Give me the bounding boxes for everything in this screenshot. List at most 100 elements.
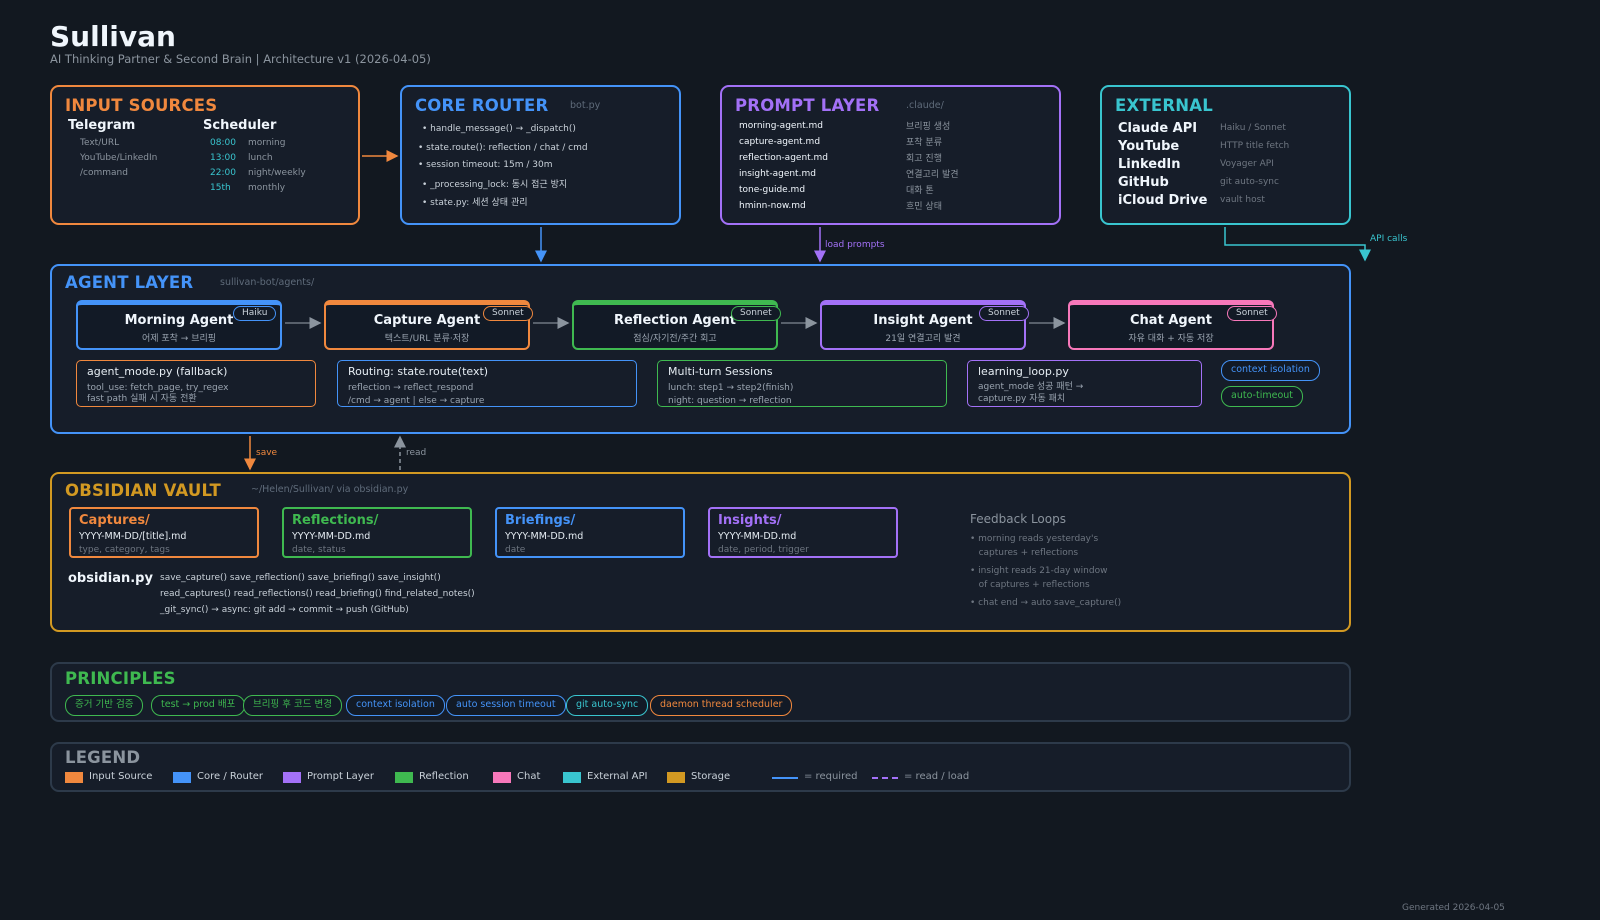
read-label: read bbox=[406, 448, 427, 458]
agent-desc: 어제 포착 → 브리핑 bbox=[141, 334, 217, 344]
principles-title: PRINCIPLES bbox=[65, 669, 176, 688]
telegram-heading: Telegram bbox=[68, 118, 136, 133]
pill-auto-timeout: auto-timeout bbox=[1221, 386, 1304, 407]
obsidian-vault-panel: OBSIDIAN VAULT ~/Helen/Sullivan/ via obs… bbox=[50, 472, 1351, 632]
principle-pill: test → prod 배포 bbox=[151, 695, 246, 716]
schedule-time: 22:00 bbox=[210, 168, 236, 178]
core-item: • state.route(): reflection / chat / cmd bbox=[418, 143, 588, 153]
legend-swatch bbox=[493, 772, 511, 783]
external-desc: Haiku / Sonnet bbox=[1220, 123, 1286, 133]
sub-line: agent_mode 성공 패턴 → bbox=[978, 382, 1084, 392]
external-api-arrow bbox=[1224, 227, 1371, 262]
prompt-file: insight-agent.md bbox=[739, 169, 816, 179]
prompt-desc: 연결고리 발견 bbox=[906, 170, 959, 180]
sub-line: night: question → reflection bbox=[668, 396, 792, 406]
sub-line: lunch: step1 → step2(finish) bbox=[668, 383, 794, 393]
page-title: Sullivan bbox=[50, 20, 176, 53]
legend-swatch bbox=[283, 772, 301, 783]
external-desc: git auto-sync bbox=[1220, 177, 1279, 187]
sub-line: /cmd → agent | else → capture bbox=[348, 396, 485, 406]
core-router-panel: CORE ROUTER bot.py • handle_message() → … bbox=[400, 85, 681, 225]
prompt-layer-title: PROMPT LAYER bbox=[735, 96, 880, 115]
telegram-item: /command bbox=[80, 168, 128, 178]
model-badge: Sonnet bbox=[731, 306, 781, 321]
sub-line: reflection → reflect_respond bbox=[348, 383, 474, 393]
core-router-tag: bot.py bbox=[570, 100, 601, 111]
obsidian-module-name: obsidian.py bbox=[68, 571, 153, 586]
legend-solid-line bbox=[772, 777, 798, 779]
legend-label: Reflection bbox=[419, 771, 469, 782]
prompt-desc: 회고 진행 bbox=[906, 154, 942, 164]
footer-generated: Generated 2026-04-05 bbox=[1402, 903, 1505, 913]
prompt-desc: 브리핑 생성 bbox=[906, 122, 951, 132]
legend-swatch bbox=[65, 772, 83, 783]
folder-path: YYYY-MM-DD.md bbox=[505, 531, 584, 542]
prompt-desc: 흐민 상태 bbox=[906, 202, 942, 212]
model-badge: Sonnet bbox=[1227, 306, 1277, 321]
folder-name: Briefings/ bbox=[505, 513, 576, 528]
external-name: iCloud Drive bbox=[1118, 193, 1208, 208]
sub-title: learning_loop.py bbox=[978, 365, 1069, 378]
legend-label: Core / Router bbox=[197, 771, 264, 782]
legend-label: Prompt Layer bbox=[307, 771, 374, 782]
vault-tag: ~/Helen/Sullivan/ via obsidian.py bbox=[251, 484, 409, 495]
folder-name: Reflections/ bbox=[292, 513, 379, 528]
legend-label: External API bbox=[587, 771, 648, 782]
agent-desc: 자유 대화 + 자동 저장 bbox=[1128, 334, 1214, 344]
external-desc: HTTP title fetch bbox=[1220, 141, 1290, 151]
external-desc: Voyager API bbox=[1220, 159, 1274, 169]
legend-swatch bbox=[563, 772, 581, 783]
agent-name: Insight Agent bbox=[873, 313, 973, 328]
page-subtitle: AI Thinking Partner & Second Brain | Arc… bbox=[50, 52, 431, 66]
scheduler-heading: Scheduler bbox=[203, 118, 277, 133]
feedback-line: • insight reads 21-day window bbox=[970, 566, 1108, 576]
legend-required-label: = required bbox=[804, 771, 858, 782]
external-panel: EXTERNAL Claude API Haiku / Sonnet YouTu… bbox=[1100, 85, 1351, 225]
vault-title: OBSIDIAN VAULT bbox=[65, 481, 221, 500]
legend-label: Storage bbox=[691, 771, 731, 782]
principle-pill: context isolation bbox=[346, 695, 445, 716]
folder-name: Captures/ bbox=[79, 513, 150, 528]
agent-layer-tag: sullivan-bot/agents/ bbox=[220, 277, 315, 288]
prompt-file: hminn-now.md bbox=[739, 201, 806, 211]
schedule-label: monthly bbox=[248, 183, 286, 193]
folder-path: YYYY-MM-DD/[title].md bbox=[79, 531, 187, 542]
legend-swatch bbox=[395, 772, 413, 783]
prompt-file: capture-agent.md bbox=[739, 137, 821, 147]
agent-desc: 점심/자기전/주간 회고 bbox=[633, 334, 717, 344]
feedback-line: of captures + reflections bbox=[970, 580, 1090, 590]
vault-folder-captures: Captures/ YYYY-MM-DD/[title].md type, ca… bbox=[69, 507, 259, 558]
core-item: • handle_message() → _dispatch() bbox=[422, 124, 576, 134]
feedback-line: captures + reflections bbox=[970, 548, 1079, 558]
legend-dashed-line bbox=[872, 777, 898, 779]
schedule-time: 08:00 bbox=[210, 138, 236, 148]
telegram-item: YouTube/LinkedIn bbox=[80, 153, 158, 163]
legend-panel: LEGEND Input Source Core / Router Prompt… bbox=[50, 742, 1351, 792]
legend-swatch bbox=[667, 772, 685, 783]
sub-title: agent_mode.py (fallback) bbox=[87, 365, 228, 378]
sub-line: capture.py 자동 패치 bbox=[978, 394, 1066, 404]
save-label: save bbox=[256, 448, 278, 458]
prompt-file: morning-agent.md bbox=[739, 121, 824, 131]
folder-meta: type, category, tags bbox=[79, 545, 170, 555]
insight-agent-card: Insight Agent 21일 연결고리 발견 bbox=[820, 300, 1026, 350]
vault-func-line: save_capture() save_reflection() save_br… bbox=[160, 573, 441, 583]
external-desc: vault host bbox=[1220, 195, 1265, 205]
schedule-label: morning bbox=[248, 138, 286, 148]
routing-box: Routing: state.route(text) reflection → … bbox=[337, 360, 637, 407]
schedule-label: lunch bbox=[248, 153, 273, 163]
learning-loop-box: learning_loop.py agent_mode 성공 패턴 → capt… bbox=[967, 360, 1202, 407]
feedback-loops-title: Feedback Loops bbox=[970, 512, 1066, 526]
pill-context-isolation: context isolation bbox=[1221, 360, 1320, 381]
vault-func-line: read_captures() read_reflections() read_… bbox=[160, 589, 475, 599]
vault-folder-reflections: Reflections/ YYYY-MM-DD.md date, status bbox=[282, 507, 472, 558]
agent-layer-title: AGENT LAYER bbox=[65, 273, 194, 292]
principle-pill: git auto-sync bbox=[566, 695, 649, 716]
sub-line: tool_use: fetch_page, try_regex bbox=[87, 383, 229, 393]
model-badge: Haiku bbox=[233, 306, 277, 321]
model-badge: Sonnet bbox=[979, 306, 1029, 321]
principle-pill: 증거 기반 검증 bbox=[65, 695, 144, 716]
api-calls-label: API calls bbox=[1370, 234, 1408, 244]
agent-layer-panel: AGENT LAYER sullivan-bot/agents/ Morning… bbox=[50, 264, 1351, 434]
